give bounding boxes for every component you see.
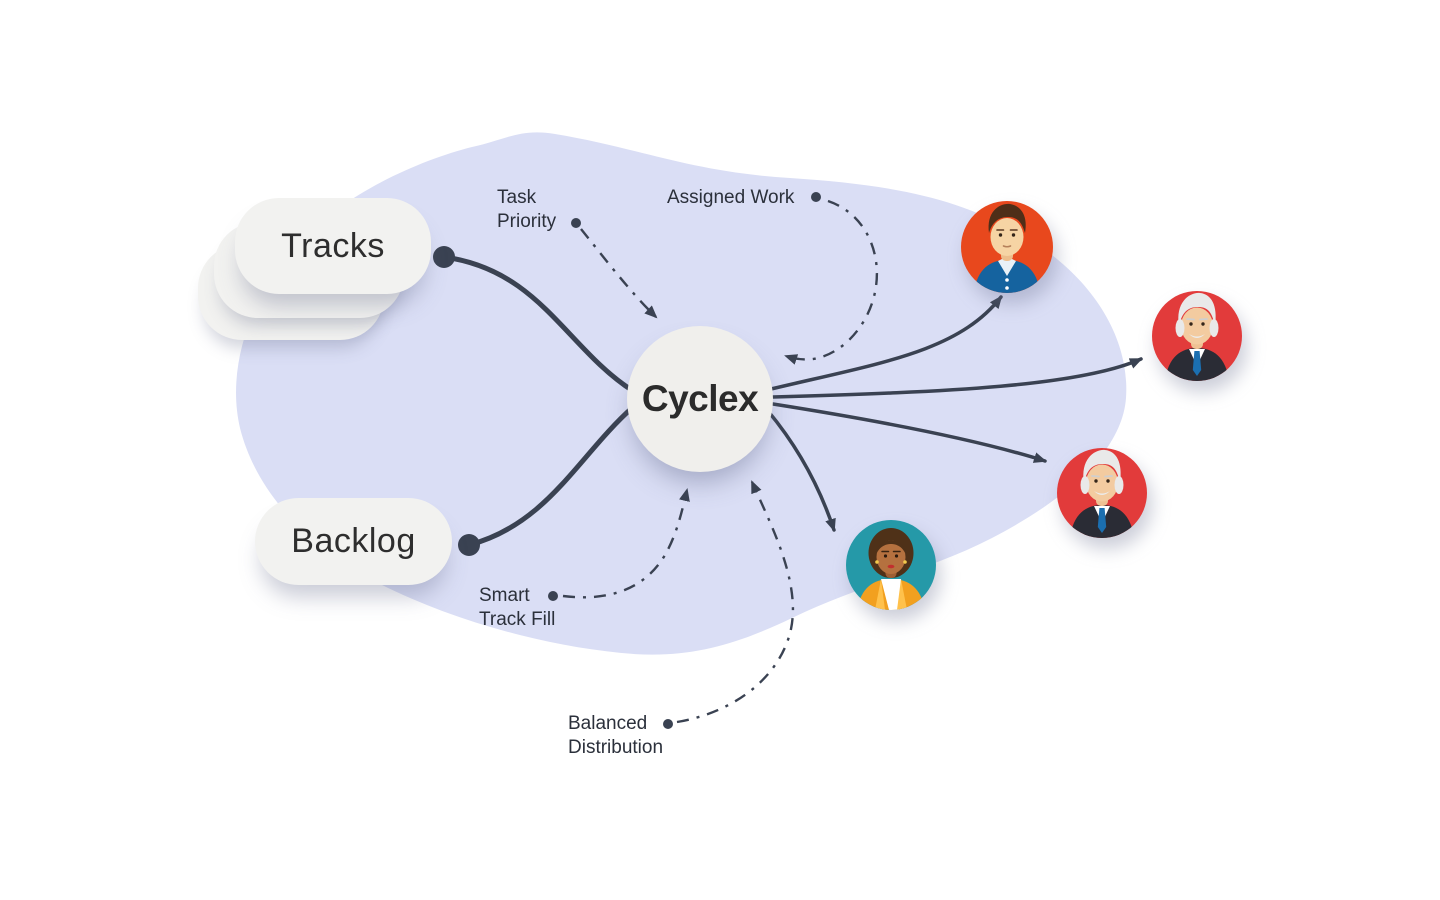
cyclex-node: Cyclex [627,326,773,472]
tracks-connector-dot [433,246,455,268]
connector-task-priority [580,228,658,319]
backlog-card: Backlog [255,498,452,585]
callout-smart-track-fill: Smart Track Fill [479,584,555,632]
avatar-young-man [961,201,1053,293]
callout-balanced-distribution-line1: Balanced [568,713,648,734]
avatar-woman [846,520,936,610]
connector-smart-track-fill [562,488,690,599]
task-priority-dot [571,218,581,228]
callout-smart-track-fill-line1: Smart [479,585,530,606]
callout-task-priority-line1: Task [497,187,537,208]
connector-cyclex-to-senior-lower [771,402,1047,463]
cyclex-node-label: Cyclex [641,378,759,419]
avatar-senior-man-lower [1057,448,1147,538]
connector-backlog-to-cyclex [466,404,636,548]
connector-cyclex-to-woman [766,409,836,532]
callout-assigned-work: Assigned Work [667,186,794,210]
smart-track-fill-dot [548,591,558,601]
callout-balanced-distribution: Balanced Distribution [568,712,663,760]
balanced-distribution-dot [663,719,673,729]
connector-assigned-work [784,199,878,365]
callout-smart-track-fill-line2: Track Fill [479,609,556,630]
connector-tracks-to-cyclex [441,254,636,394]
avatar-senior-man-upper [1152,291,1242,381]
tracks-card-label: Tracks [281,226,385,265]
tracks-card: Tracks [235,198,431,294]
backlog-card-label: Backlog [291,522,416,560]
assigned-work-dot [811,192,821,202]
connector-cyclex-to-senior-upper [771,357,1143,399]
callout-task-priority: Task Priority [497,186,556,234]
callout-assigned-work-line1: Assigned Work [667,187,795,208]
backlog-connector-dot [458,534,480,556]
callout-task-priority-line2: Priority [497,211,557,232]
callout-balanced-distribution-line2: Distribution [568,737,664,758]
connector-cyclex-to-young-man [769,295,1003,391]
connector-balanced-distribution [676,480,795,724]
